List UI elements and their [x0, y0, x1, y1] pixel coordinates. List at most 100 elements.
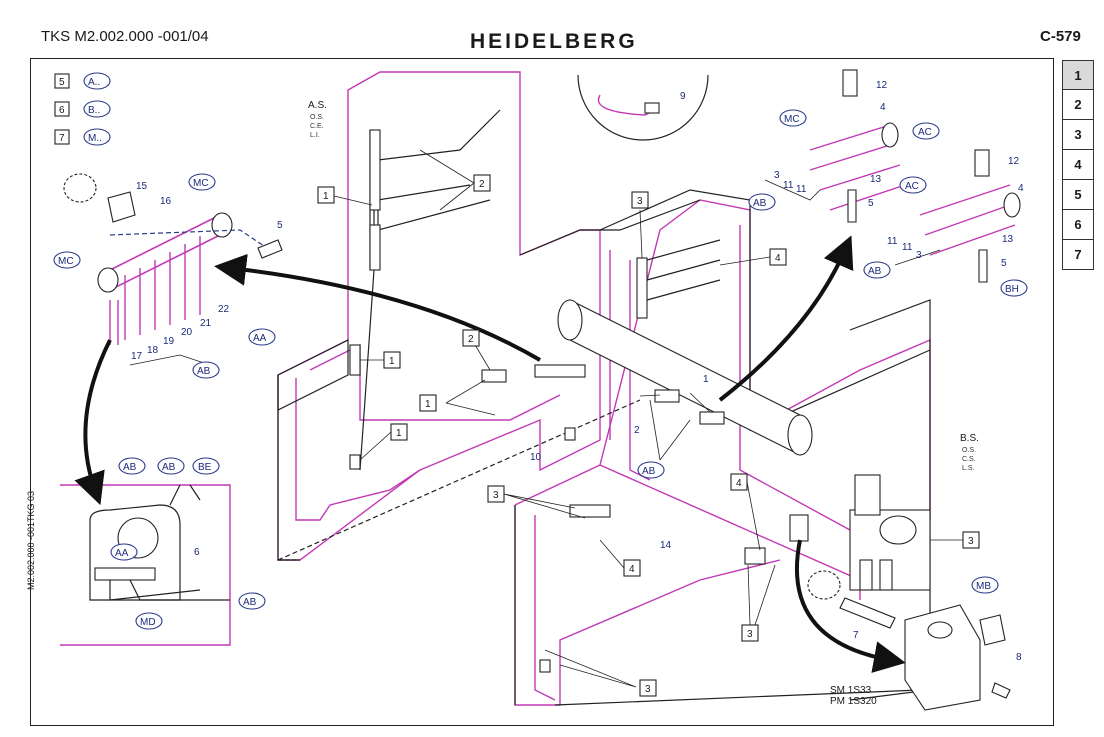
svg-text:11: 11 — [902, 242, 913, 253]
svg-text:9: 9 — [680, 91, 686, 102]
model-reference: SM 1S33 PM 1S320 — [830, 685, 877, 707]
svg-text:C.S.: C.S. — [962, 456, 976, 463]
svg-text:B..: B.. — [88, 105, 100, 116]
svg-text:MB: MB — [976, 581, 991, 592]
svg-text:AC: AC — [918, 127, 932, 138]
svg-text:O.S.: O.S. — [962, 447, 976, 454]
page-code: C-579 — [1040, 28, 1081, 45]
svg-text:16: 16 — [160, 196, 172, 207]
svg-text:20: 20 — [181, 327, 193, 338]
svg-text:AA: AA — [115, 548, 129, 559]
svg-text:AB: AB — [243, 597, 257, 608]
svg-text:PM 1S320: PM 1S320 — [830, 696, 877, 707]
machine-structure — [277, 109, 1011, 711]
page-tab-5[interactable]: 5 — [1062, 180, 1094, 210]
svg-text:6: 6 — [59, 105, 65, 116]
svg-text:6: 6 — [194, 547, 200, 558]
part-numbers: 15 16 5 22 21 20 19 18 17 9 12 4 3 11 11… — [131, 80, 1024, 663]
svg-text:12: 12 — [876, 80, 888, 91]
svg-text:4: 4 — [880, 102, 886, 113]
svg-text:21: 21 — [200, 318, 212, 329]
svg-text:11: 11 — [887, 236, 898, 247]
connector-manifold-right — [764, 69, 1021, 283]
svg-text:7: 7 — [853, 630, 859, 641]
svg-text:7: 7 — [59, 133, 65, 144]
svg-text:12: 12 — [1008, 156, 1020, 167]
svg-text:5: 5 — [1001, 258, 1007, 269]
svg-text:5: 5 — [59, 77, 65, 88]
svg-text:AA: AA — [253, 333, 267, 344]
page-tab-7[interactable]: 7 — [1062, 240, 1094, 270]
svg-text:BE: BE — [198, 462, 212, 473]
svg-text:MD: MD — [140, 617, 156, 628]
svg-text:B.S.: B.S. — [960, 433, 979, 444]
svg-text:AB: AB — [197, 366, 211, 377]
svg-text:AB: AB — [753, 198, 767, 209]
svg-text:5: 5 — [868, 198, 874, 209]
svg-text:4: 4 — [1018, 183, 1024, 194]
svg-text:1: 1 — [396, 428, 402, 439]
svg-text:8: 8 — [1016, 652, 1022, 663]
svg-text:AB: AB — [868, 266, 882, 277]
svg-text:13: 13 — [870, 174, 882, 185]
svg-text:2: 2 — [468, 334, 474, 345]
svg-text:3: 3 — [774, 170, 780, 181]
page-tab-1[interactable]: 1 — [1062, 60, 1094, 90]
svg-text:AB: AB — [162, 462, 176, 473]
svg-text:A.S.: A.S. — [308, 100, 327, 111]
document-code: TKS M2.002.000 -001/04 — [41, 28, 209, 45]
page-tab-6[interactable]: 6 — [1062, 210, 1094, 240]
page-tab-2[interactable]: 2 — [1062, 90, 1094, 120]
legend: 5 A.. 6 B.. 7 M.. — [54, 72, 111, 146]
svg-text:3: 3 — [637, 196, 643, 207]
diagram-frame — [30, 58, 1054, 726]
svg-text:SM 1S33: SM 1S33 — [830, 685, 872, 696]
svg-text:1: 1 — [703, 374, 709, 385]
svg-text:15: 15 — [136, 181, 148, 192]
svg-text:10: 10 — [530, 452, 542, 463]
svg-text:19: 19 — [163, 336, 175, 347]
page-tab-4[interactable]: 4 — [1062, 150, 1094, 180]
drive-side-note: B.S. O.S. C.S. L.S. — [960, 433, 979, 472]
svg-text:MC: MC — [58, 256, 74, 267]
svg-text:1: 1 — [323, 191, 329, 202]
svg-text:L.I.: L.I. — [310, 132, 320, 139]
svg-text:C.E.: C.E. — [310, 123, 324, 130]
boxed-callouts: 1 1 1 1 2 2 3 3 3 3 3 4 4 4 — [317, 174, 980, 697]
svg-text:2: 2 — [479, 179, 485, 190]
svg-text:1: 1 — [389, 356, 395, 367]
svg-text:AB: AB — [642, 466, 656, 477]
svg-text:13: 13 — [1002, 234, 1014, 245]
svg-text:M..: M.. — [88, 133, 102, 144]
ellipse-callouts: MC MC MC AC AC AB AB AB AB AB AB AB AA A… — [53, 109, 1028, 630]
svg-text:2: 2 — [634, 425, 640, 436]
svg-text:4: 4 — [629, 564, 635, 575]
operating-side-note: A.S. O.S. C.E. L.I. — [308, 100, 327, 139]
svg-text:O.S.: O.S. — [310, 114, 324, 121]
svg-text:5: 5 — [277, 220, 283, 231]
svg-text:L.S.: L.S. — [962, 465, 975, 472]
page-tab-3[interactable]: 3 — [1062, 120, 1094, 150]
svg-text:MC: MC — [784, 114, 800, 125]
svg-text:1: 1 — [425, 399, 431, 410]
svg-text:4: 4 — [775, 253, 781, 264]
svg-text:11: 11 — [783, 180, 794, 191]
page-tab-strip: 1 2 3 4 5 6 7 — [1062, 60, 1094, 270]
press-side-frame — [277, 71, 931, 706]
svg-text:17: 17 — [131, 351, 143, 362]
svg-text:14: 14 — [660, 540, 672, 551]
flow-arrows — [74, 235, 906, 673]
svg-text:BH: BH — [1005, 284, 1019, 295]
svg-text:3: 3 — [916, 250, 922, 261]
svg-text:AB: AB — [123, 462, 137, 473]
heidelberg-logo: HEIDELBERG — [470, 30, 638, 53]
svg-text:22: 22 — [218, 304, 230, 315]
svg-text:4: 4 — [736, 478, 742, 489]
svg-text:3: 3 — [645, 684, 651, 695]
svg-text:A..: A.. — [88, 77, 100, 88]
svg-text:18: 18 — [147, 345, 159, 356]
svg-text:MC: MC — [193, 178, 209, 189]
connector-manifold-left — [63, 173, 283, 366]
svg-text:11: 11 — [796, 184, 807, 195]
